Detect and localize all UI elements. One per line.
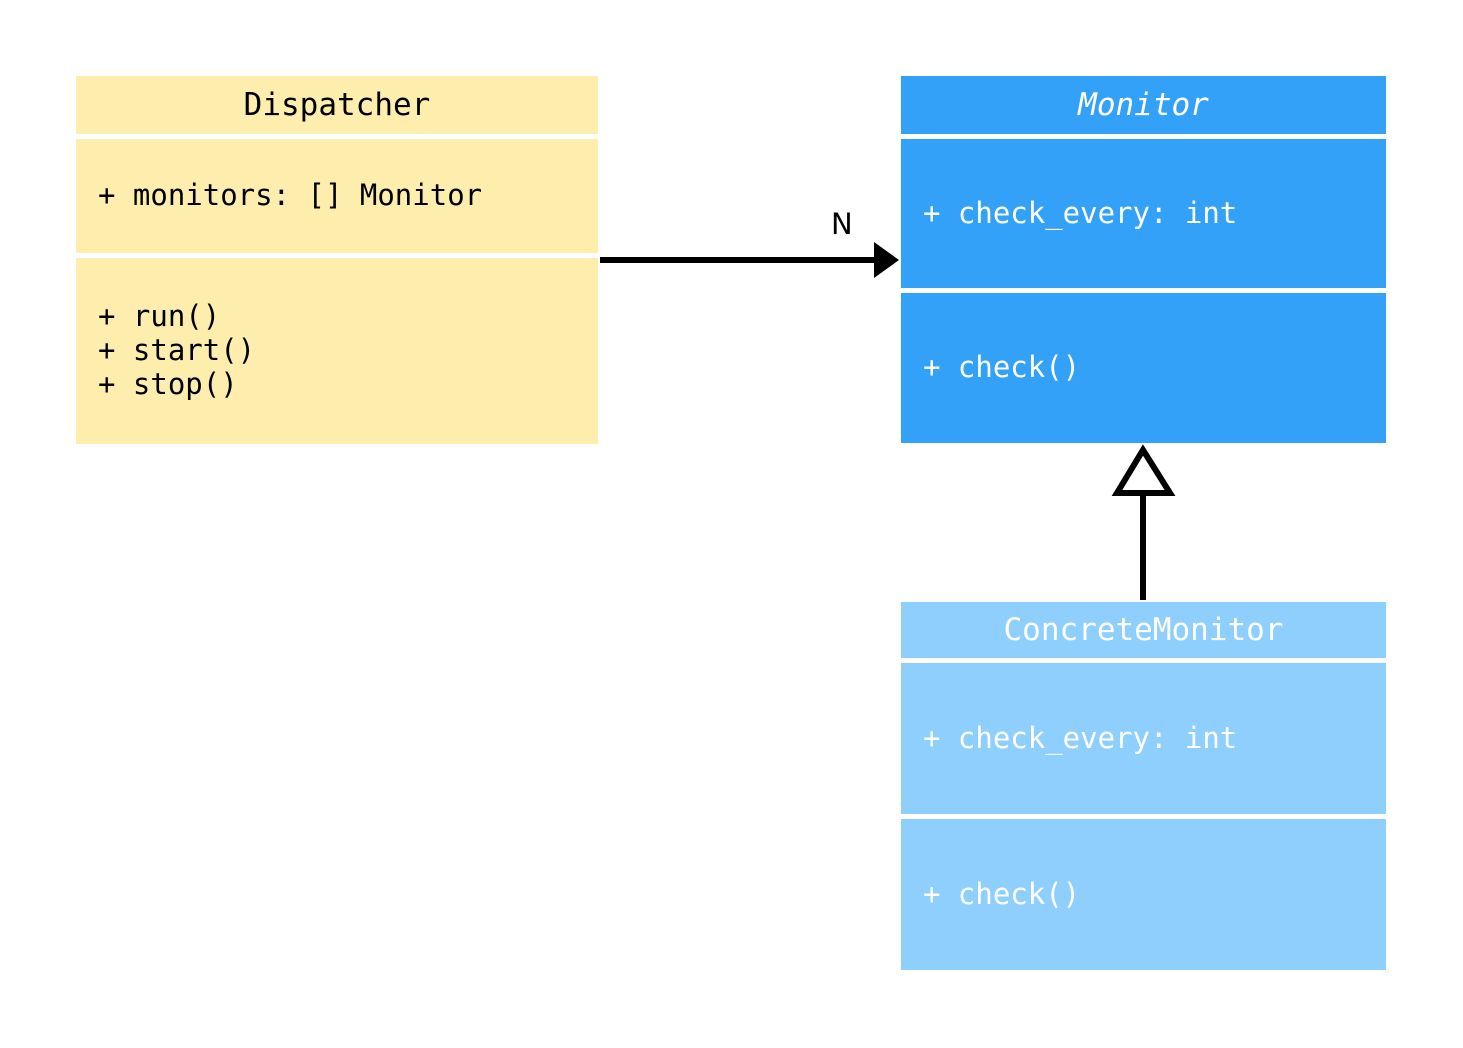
attribute-row: + check_every: int <box>923 195 1238 230</box>
relation-generalization-concretemonitor-monitor <box>1111 444 1176 600</box>
method-row: + check() <box>923 876 1081 911</box>
class-name-dispatcher: Dispatcher <box>243 86 431 123</box>
attribute-row: + monitors: [] Monitor <box>98 178 483 213</box>
method-row: + check() <box>923 350 1081 385</box>
class-box-concrete-monitor[interactable]: ConcreteMonitor + check_every: int + che… <box>901 602 1386 970</box>
class-box-monitor[interactable]: Monitor + check_every: int + check() <box>901 76 1386 443</box>
class-methods-compartment-concrete-monitor: + check() <box>901 819 1386 970</box>
class-title-compartment-monitor: Monitor <box>901 76 1386 134</box>
class-name-monitor: Monitor <box>1078 86 1209 123</box>
class-title-compartment-concrete-monitor: ConcreteMonitor <box>901 602 1386 658</box>
attribute-row: + check_every: int <box>923 720 1238 755</box>
class-attributes-compartment-monitor: + check_every: int <box>901 139 1386 288</box>
association-label-n: N <box>831 207 853 241</box>
association-arrowhead-icon <box>874 242 899 278</box>
class-attributes-compartment-concrete-monitor: + check_every: int <box>901 663 1386 814</box>
method-row: + run() <box>98 299 221 334</box>
method-row: + stop() <box>98 366 238 401</box>
class-methods-compartment-monitor: + check() <box>901 293 1386 443</box>
generalization-hollow-triangle-icon <box>1111 444 1176 496</box>
class-title-compartment-dispatcher: Dispatcher <box>76 76 598 134</box>
class-box-dispatcher[interactable]: Dispatcher + monitors: [] Monitor + run(… <box>76 76 598 444</box>
class-methods-compartment-dispatcher: + run() + start() + stop() <box>76 258 598 444</box>
method-row: + start() <box>98 333 256 368</box>
relation-association-dispatcher-monitor <box>600 242 899 278</box>
class-name-concrete-monitor: ConcreteMonitor <box>1003 611 1284 648</box>
class-attributes-compartment-dispatcher: + monitors: [] Monitor <box>76 139 598 253</box>
